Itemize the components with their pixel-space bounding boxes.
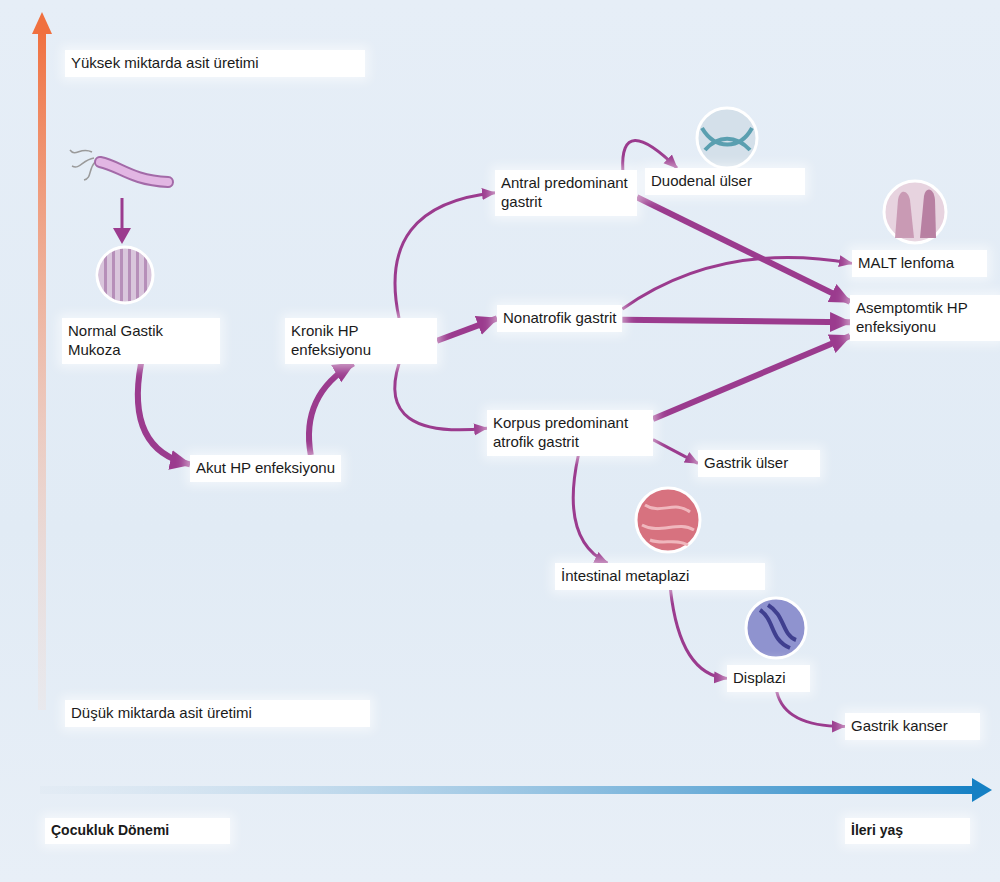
arrow-connector	[671, 590, 728, 679]
axis-head	[972, 778, 992, 802]
process-box: Asemptomtik HP enfeksiyonu	[850, 295, 1000, 341]
process-box: Normal Gastik Mukoza	[62, 318, 220, 364]
axis-label: Çocukluk Dönemi	[45, 818, 230, 844]
duodenal-ulcer-image	[697, 108, 757, 168]
process-box: Gastrik kanser	[845, 713, 980, 740]
label-text: Çocukluk Dönemi	[51, 822, 224, 840]
process-box: Duodenal ülser	[645, 168, 805, 195]
arrow-connector	[395, 364, 487, 430]
axis-head	[32, 12, 52, 34]
arrow-connector	[653, 440, 698, 464]
node-text: Kronik HP enfeksiyonu	[291, 322, 431, 360]
bacterium-icon	[70, 150, 168, 244]
arrow-connector	[395, 193, 495, 318]
node-text: Korpus predominant atrofik gastrit	[493, 414, 647, 452]
node-text: Nonatrofik gastrit	[503, 309, 616, 328]
node-text: Gastrik ülser	[704, 454, 814, 473]
process-box: Nonatrofik gastrit	[497, 305, 622, 332]
process-box: Antral predominant gastrit	[495, 170, 637, 216]
axis-label: Yüksek miktarda asit üretimi	[65, 50, 365, 77]
arrow-connector	[637, 197, 850, 302]
label-text: Yüksek miktarda asit üretimi	[71, 54, 359, 73]
node-text: Displazi	[733, 669, 804, 688]
arrow-connector	[777, 692, 845, 727]
arrow-connector	[437, 318, 497, 340]
process-box: Korpus predominant atrofik gastrit	[487, 410, 653, 456]
horizontal-axis	[40, 786, 975, 794]
node-text: Duodenal ülser	[651, 172, 799, 191]
node-text: MALT lenfoma	[858, 254, 981, 273]
axis-label: İleri yaş	[845, 818, 970, 844]
arrow-connector	[138, 364, 190, 465]
process-box: Gastrik ülser	[698, 450, 820, 477]
arrow-connector	[623, 140, 677, 170]
axis-label: Düşük miktarda asit üretimi	[65, 700, 370, 727]
process-box: MALT lenfoma	[852, 250, 987, 277]
arrow-connector	[622, 320, 850, 323]
arrow-connector	[309, 364, 353, 456]
label-text: Düşük miktarda asit üretimi	[71, 704, 364, 723]
node-text: Akut HP enfeksiyonu	[196, 459, 335, 478]
arrow-connector	[653, 336, 850, 419]
process-box: Displazi	[727, 665, 810, 692]
node-text: Gastrik kanser	[851, 717, 974, 736]
label-text: İleri yaş	[851, 822, 964, 840]
vertical-axis	[38, 30, 46, 710]
node-text: İntestinal metaplazi	[561, 567, 759, 586]
dysplasia-image	[746, 598, 806, 658]
metaplasia-image	[636, 488, 700, 552]
mucosa-image	[97, 247, 153, 303]
arrow-connector	[622, 257, 852, 309]
process-box: Akut HP enfeksiyonu	[190, 455, 341, 482]
process-box: İntestinal metaplazi	[555, 563, 765, 590]
node-text: Antral predominant gastrit	[501, 174, 631, 212]
arrow-connector	[573, 456, 607, 564]
process-box: Kronik HP enfeksiyonu	[285, 318, 437, 364]
node-text: Normal Gastik Mukoza	[68, 322, 214, 360]
malt-lymphoma-image	[884, 181, 946, 243]
node-text: Asemptomtik HP enfeksiyonu	[856, 299, 994, 337]
